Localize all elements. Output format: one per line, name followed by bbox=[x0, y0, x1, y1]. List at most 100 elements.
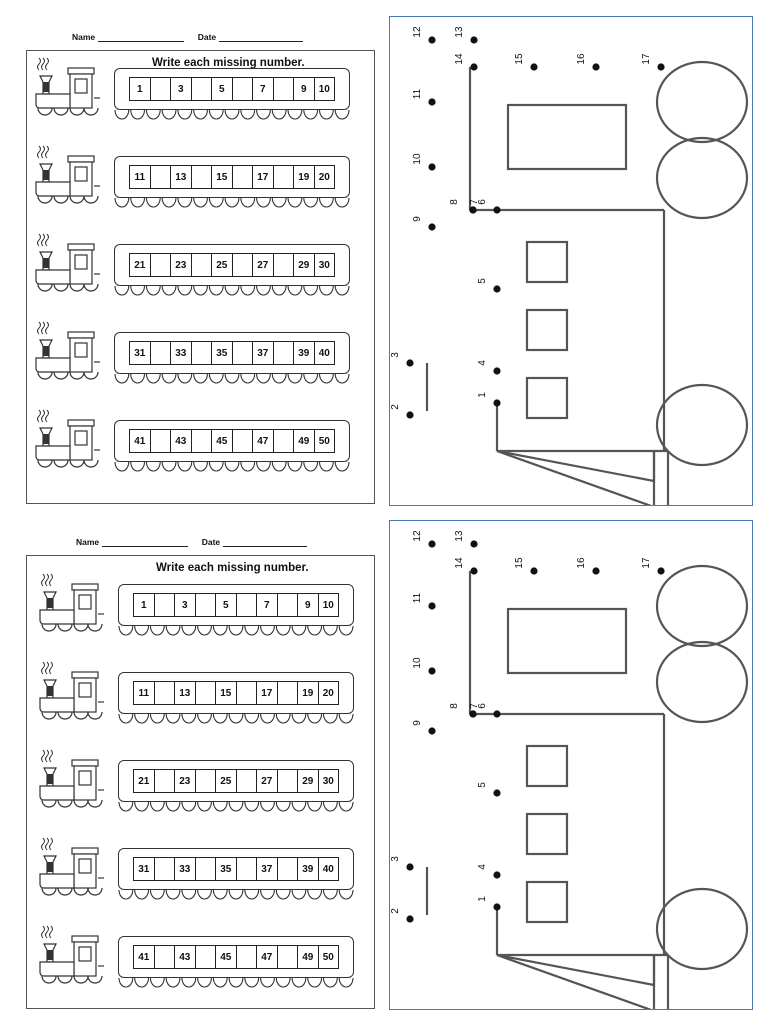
dot-5[interactable] bbox=[493, 285, 501, 293]
missing-number-box[interactable] bbox=[231, 166, 253, 188]
missing-number-box[interactable] bbox=[190, 78, 212, 100]
dot-6[interactable] bbox=[493, 710, 501, 718]
missing-number-box[interactable] bbox=[153, 682, 175, 704]
dot-11[interactable] bbox=[428, 98, 436, 106]
dot-label: 11 bbox=[412, 88, 423, 99]
number-box: 19 bbox=[297, 682, 318, 704]
missing-number-box[interactable] bbox=[194, 858, 216, 880]
missing-number-box[interactable] bbox=[149, 342, 171, 364]
dot-8[interactable] bbox=[469, 710, 477, 718]
dot-13[interactable] bbox=[470, 36, 478, 44]
dot-1[interactable] bbox=[493, 903, 501, 911]
missing-number-box[interactable] bbox=[235, 682, 257, 704]
dot-15[interactable] bbox=[530, 63, 538, 71]
missing-number-box[interactable] bbox=[194, 946, 216, 968]
dot-2[interactable] bbox=[406, 915, 414, 923]
missing-number-box[interactable] bbox=[235, 946, 257, 968]
missing-number-box[interactable] bbox=[272, 342, 294, 364]
number-box: 23 bbox=[174, 770, 195, 792]
dot-label: 6 bbox=[477, 703, 488, 709]
missing-number-box[interactable] bbox=[149, 430, 171, 452]
dot-16[interactable] bbox=[592, 567, 600, 575]
name-line[interactable] bbox=[97, 33, 184, 42]
number-box: 35 bbox=[211, 342, 232, 364]
dot-12[interactable] bbox=[428, 36, 436, 44]
number-box: 27 bbox=[256, 770, 277, 792]
sheet-header-bottom: Name Date bbox=[76, 537, 307, 547]
dot-9[interactable] bbox=[428, 727, 436, 735]
missing-number-box[interactable] bbox=[190, 166, 212, 188]
missing-number-box[interactable] bbox=[235, 770, 257, 792]
missing-number-box[interactable] bbox=[272, 254, 294, 276]
number-box: 11 bbox=[134, 171, 146, 183]
missing-number-box[interactable] bbox=[231, 342, 253, 364]
dot-3[interactable] bbox=[406, 863, 414, 871]
dot-17[interactable] bbox=[657, 63, 665, 71]
dot-14[interactable] bbox=[470, 63, 478, 71]
name-line[interactable] bbox=[101, 538, 188, 547]
dot-10[interactable] bbox=[428, 667, 436, 675]
train-engine-icon bbox=[35, 321, 100, 380]
dot-label: 3 bbox=[390, 352, 401, 358]
missing-number-box[interactable] bbox=[276, 946, 298, 968]
dot-15[interactable] bbox=[530, 567, 538, 575]
sheet-header-top: Name Date bbox=[72, 32, 303, 42]
missing-number-box[interactable] bbox=[231, 254, 253, 276]
number-box: 25 bbox=[211, 254, 232, 276]
missing-number-box[interactable] bbox=[231, 78, 253, 100]
date-label: Date bbox=[201, 537, 221, 547]
missing-number-box[interactable] bbox=[235, 858, 257, 880]
missing-number-box[interactable] bbox=[190, 430, 212, 452]
missing-number-box[interactable] bbox=[153, 858, 175, 880]
dot-6[interactable] bbox=[493, 206, 501, 214]
dot-label: 10 bbox=[412, 153, 423, 165]
missing-number-box[interactable] bbox=[190, 342, 212, 364]
missing-number-box[interactable] bbox=[149, 254, 171, 276]
dot-4[interactable] bbox=[493, 871, 501, 879]
dot-5[interactable] bbox=[493, 789, 501, 797]
missing-number-box[interactable] bbox=[276, 682, 298, 704]
dot-10[interactable] bbox=[428, 163, 436, 171]
missing-number-box[interactable] bbox=[272, 166, 294, 188]
dot-17[interactable] bbox=[657, 567, 665, 575]
missing-number-box[interactable] bbox=[153, 594, 175, 616]
missing-number-box[interactable] bbox=[272, 430, 294, 452]
dot-13[interactable] bbox=[470, 540, 478, 548]
missing-number-box[interactable] bbox=[194, 594, 216, 616]
dot-8[interactable] bbox=[469, 206, 477, 214]
dot-14[interactable] bbox=[470, 567, 478, 575]
number-box: 37 bbox=[252, 342, 273, 364]
missing-number-box[interactable] bbox=[231, 430, 253, 452]
missing-number-box[interactable] bbox=[276, 594, 298, 616]
date-line[interactable] bbox=[222, 538, 307, 547]
missing-number-box[interactable] bbox=[276, 858, 298, 880]
missing-number-box[interactable] bbox=[190, 254, 212, 276]
number-box: 31 bbox=[134, 347, 146, 359]
car-wheels bbox=[114, 286, 350, 296]
missing-number-box[interactable] bbox=[149, 78, 171, 100]
missing-number-box[interactable] bbox=[235, 594, 257, 616]
missing-number-box[interactable] bbox=[149, 166, 171, 188]
missing-number-box[interactable] bbox=[276, 770, 298, 792]
dot-16[interactable] bbox=[592, 63, 600, 71]
dot-label: 16 bbox=[576, 53, 587, 65]
dot-2[interactable] bbox=[406, 411, 414, 419]
missing-number-box[interactable] bbox=[194, 770, 216, 792]
dot-9[interactable] bbox=[428, 223, 436, 231]
missing-number-box[interactable] bbox=[272, 78, 294, 100]
missing-number-box[interactable] bbox=[153, 946, 175, 968]
date-line[interactable] bbox=[218, 33, 303, 42]
dot-12[interactable] bbox=[428, 540, 436, 548]
dot-3[interactable] bbox=[406, 359, 414, 367]
dot-4[interactable] bbox=[493, 367, 501, 375]
dot-1[interactable] bbox=[493, 399, 501, 407]
missing-number-box[interactable] bbox=[194, 682, 216, 704]
missing-number-box[interactable] bbox=[153, 770, 175, 792]
dot-11[interactable] bbox=[428, 602, 436, 610]
